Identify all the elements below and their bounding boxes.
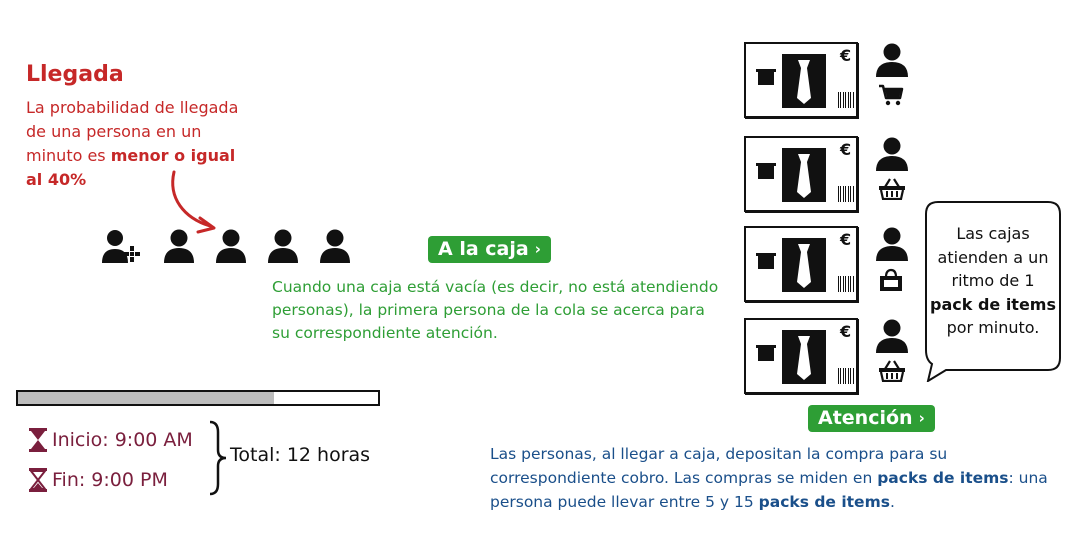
attention-text-1: Las personas, al llegar a caja, deposita… [490,445,948,487]
bubble-text: Las cajas atienden a un ritmo de 1 pack … [930,222,1056,340]
person-icon [876,137,908,171]
attention-description: Las personas, al llegar a caja, deposita… [490,442,1050,514]
register-currency: € [840,322,852,341]
register-currency: € [840,230,852,249]
add-person-icon [102,230,140,263]
arrival-arrow-icon [171,170,216,234]
attention-text-2: : una persona puede llevar entre 5 y 15 [490,469,1048,511]
attention-button[interactable]: Atención › [808,405,935,432]
arrival-title: Llegada [26,62,124,87]
person-icon [876,227,908,261]
to-register-label: A la caja [438,238,529,260]
to-register-button[interactable]: A la caja › [428,236,551,263]
person-icon [876,43,908,77]
cart-icon [878,84,910,110]
bubble-text-after: por minuto. [946,318,1040,337]
cash-register: € [744,42,858,118]
person-icon [268,229,298,263]
total-duration: Total: 12 horas [230,444,371,466]
cash-register: € [744,136,858,212]
day-progress-bar [16,390,380,406]
hourglass-icon [29,428,47,452]
brace-icon [209,420,227,496]
shopper [874,136,910,204]
end-time-label: Fin: 9:00 PM [52,469,168,491]
hourglass-icon [28,468,48,492]
person-icon [164,229,194,263]
cashier-tie-icon [782,148,826,202]
shopper [874,42,910,110]
person-icon [876,319,908,353]
shopping-bag-icon [878,268,910,296]
arrival-text: La probabilidad de llegada de una person… [26,98,239,165]
register-drawer-icon [756,345,776,361]
shopper [874,318,910,386]
attention-text-3: . [889,493,895,511]
cashier-tie-icon [782,238,826,292]
cash-register: € [744,318,858,394]
cashier-tie-icon [782,54,826,108]
attention-label: Atención [818,407,913,429]
cash-register: € [744,226,858,302]
attention-bold-2: packs de items [758,493,890,511]
start-time-row: Inicio: 9:00 AM [28,427,193,453]
end-time-row: Fin: 9:00 PM [28,467,168,493]
barcode-icon [838,276,854,292]
chevron-right-icon: › [534,240,541,258]
day-progress-fill [18,392,274,404]
arrival-description: La probabilidad de llegada de una person… [26,96,256,192]
start-time-label: Inicio: 9:00 AM [52,429,193,451]
barcode-icon [838,368,854,384]
bubble-text-bold: pack de items [930,294,1056,314]
basket-icon [878,360,910,386]
shopper [874,226,910,296]
attention-bold-1: packs de items [877,469,1009,487]
arrival-text-bold: menor o igual al 40% [26,146,236,189]
person-icon [320,229,350,263]
speech-bubble [925,201,1061,382]
chevron-right-icon: › [918,409,925,427]
barcode-icon [838,186,854,202]
register-drawer-icon [756,163,776,179]
queue-people-row [100,228,352,264]
bubble-text-before: Las cajas atienden a un ritmo de 1 [937,224,1049,290]
register-currency: € [840,140,852,159]
register-currency: € [840,46,852,65]
person-icon [216,229,246,263]
queue-description: Cuando una caja está vacía (es decir, no… [272,278,719,342]
register-drawer-icon [756,253,776,269]
register-drawer-icon [756,69,776,85]
cashier-tie-icon [782,330,826,384]
basket-icon [878,178,910,204]
barcode-icon [838,92,854,108]
